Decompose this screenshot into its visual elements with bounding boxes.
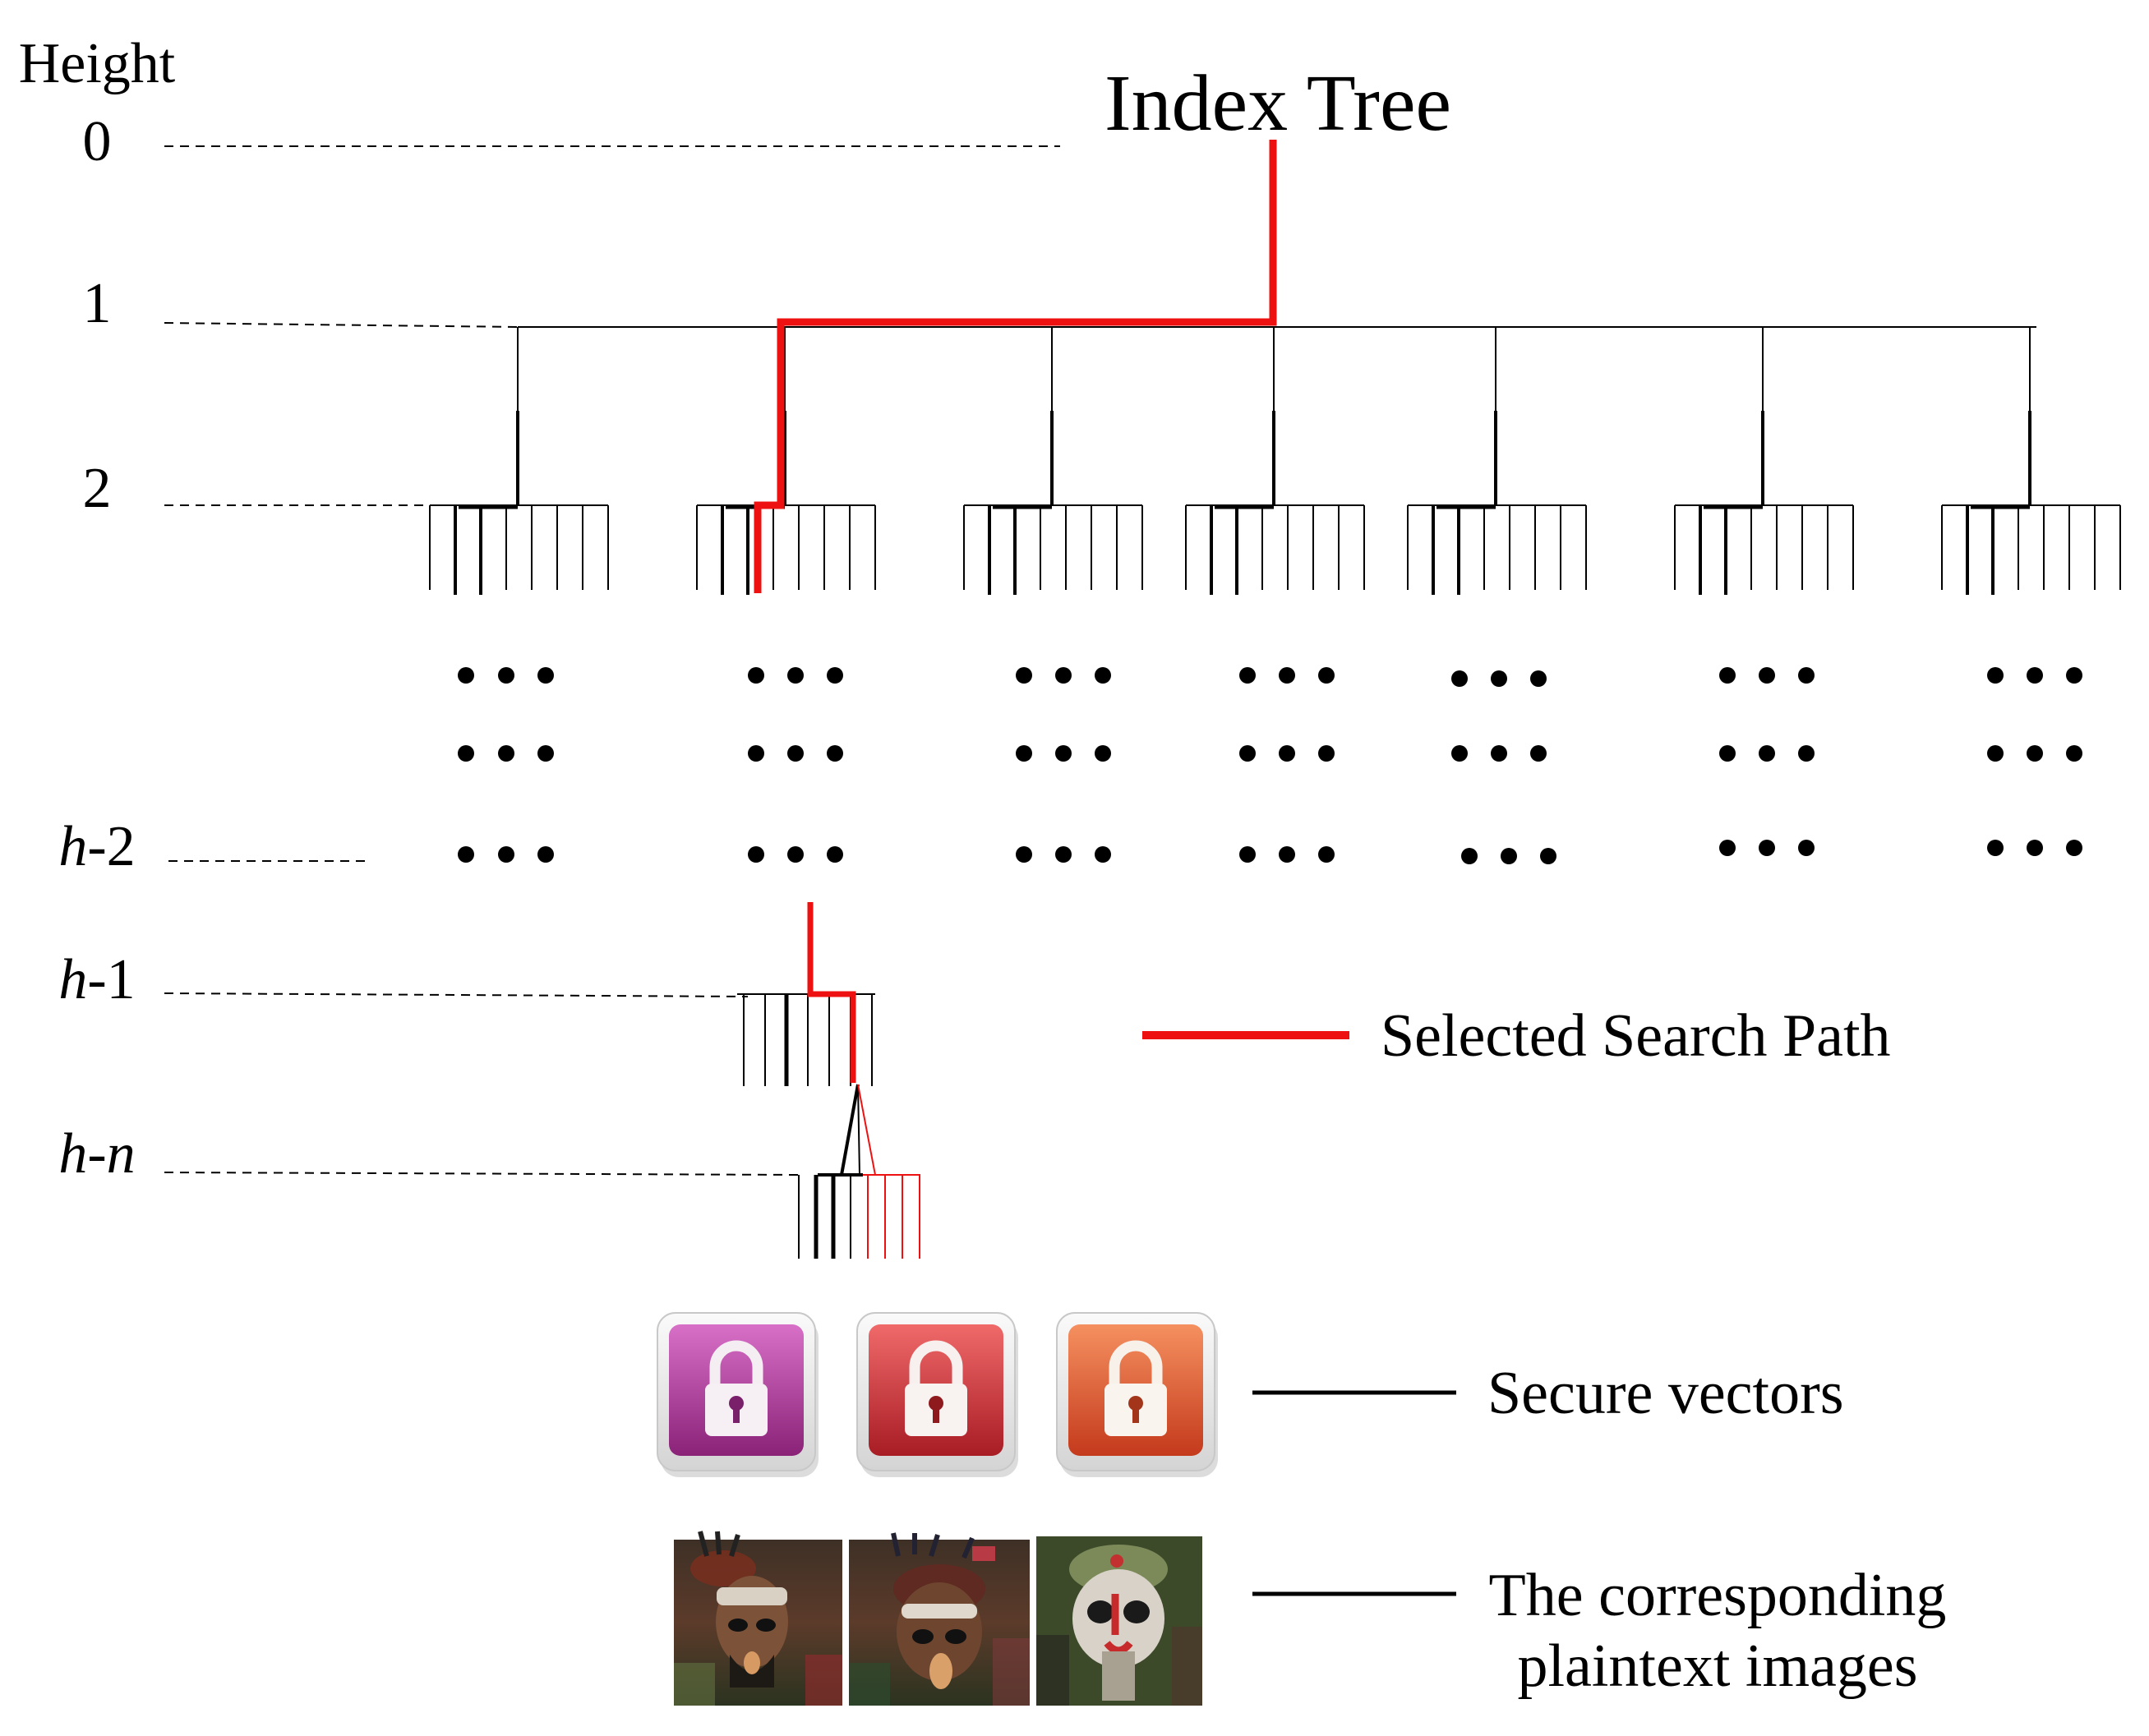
ellipsis-dot <box>1987 667 2004 684</box>
ellipsis-dot <box>1491 745 1507 762</box>
ellipsis-dot <box>1530 745 1547 762</box>
ellipsis-dot <box>1759 667 1775 684</box>
ellipsis-dot <box>2027 840 2043 856</box>
ellipsis-dot <box>1719 745 1736 762</box>
masked-face-photo <box>849 1532 1030 1706</box>
guide-line-h-1 <box>164 992 749 997</box>
ellipsis-dot <box>1095 667 1111 684</box>
ellipsis-dot <box>498 667 514 684</box>
selected-search-path-lower <box>807 902 856 1083</box>
level-hn-cluster <box>798 1084 920 1259</box>
level-label-2: 2 <box>83 457 112 520</box>
plaintext-images-label-line2: plaintext images <box>1517 1632 1917 1700</box>
ellipsis-dot <box>537 846 554 863</box>
ellipsis-dot <box>787 667 804 684</box>
secure-vectors-label: Secure vectors <box>1487 1360 1844 1427</box>
ellipsis-dot <box>1318 745 1335 762</box>
ellipsis-dot <box>1318 667 1335 684</box>
ellipsis-dot <box>787 745 804 762</box>
ellipsis-dot <box>458 667 474 684</box>
ellipsis-dot <box>1798 840 1815 856</box>
plaintext-images-label-line1: The corresponding <box>1489 1562 1947 1629</box>
ellipsis-dot <box>498 745 514 762</box>
level-label-h-1: h-1 <box>58 948 135 1011</box>
ellipsis-dot <box>1719 667 1736 684</box>
ellipsis-dot <box>2027 745 2043 762</box>
ellipsis-dot <box>458 745 474 762</box>
masked-face-photo <box>1036 1536 1202 1706</box>
ellipsis-dot <box>1279 667 1295 684</box>
ellipsis-dot <box>1055 745 1072 762</box>
ellipsis-dot <box>1055 846 1072 863</box>
ellipsis-dot <box>787 846 804 863</box>
level-label-0: 0 <box>83 110 112 173</box>
ellipsis-dot <box>827 667 843 684</box>
ellipsis-dot <box>827 745 843 762</box>
ellipsis-dot <box>1530 670 1547 687</box>
ellipsis-dot <box>1987 745 2004 762</box>
ellipsis-dot <box>1095 846 1111 863</box>
ellipsis-dot <box>1798 745 1815 762</box>
level-label-1: 1 <box>83 272 112 335</box>
ellipsis-dot <box>1239 846 1256 863</box>
guide-line-h-n <box>164 1172 802 1176</box>
ellipsis-dot <box>1987 840 2004 856</box>
ellipsis-dot <box>1095 745 1111 762</box>
ellipsis-dot <box>1798 667 1815 684</box>
ellipsis-dot <box>748 745 764 762</box>
ellipsis-dot <box>2027 667 2043 684</box>
ellipsis-dots <box>458 667 2082 864</box>
ellipsis-dot <box>1239 745 1256 762</box>
ellipsis-dot <box>1318 846 1335 863</box>
ellipsis-dot <box>1540 848 1556 864</box>
ellipsis-dot <box>1279 745 1295 762</box>
ellipsis-dot <box>1451 670 1468 687</box>
lock-icon <box>1056 1312 1218 1477</box>
level-guides <box>164 145 1060 1176</box>
secure-vectors <box>657 1312 1218 1477</box>
ellipsis-dot <box>1016 846 1032 863</box>
hn-ticks <box>798 1175 920 1259</box>
lock-icon <box>856 1312 1018 1477</box>
diagram-title: Index Tree <box>1104 59 1451 148</box>
ellipsis-dot <box>748 846 764 863</box>
legend-path-label: Selected Search Path <box>1381 1002 1891 1070</box>
ellipsis-dot <box>498 846 514 863</box>
hn-stem-red <box>857 1084 876 1176</box>
level1-stems <box>516 327 2031 505</box>
ellipsis-dot <box>537 745 554 762</box>
ellipsis-dot <box>1279 846 1295 863</box>
ellipsis-dot <box>458 846 474 863</box>
ellipsis-dot <box>1239 667 1256 684</box>
height-axis-label: Height <box>19 32 176 95</box>
tree <box>429 140 2121 1259</box>
ellipsis-dot <box>1491 670 1507 687</box>
masked-face-photo <box>674 1531 842 1706</box>
ellipsis-dot <box>1501 848 1517 864</box>
ellipsis-dot <box>2066 840 2082 856</box>
ellipsis-dot <box>827 846 843 863</box>
ellipsis-dot <box>1759 745 1775 762</box>
ellipsis-dot <box>2066 745 2082 762</box>
plaintext-images <box>674 1531 1202 1706</box>
ellipsis-dot <box>2066 667 2082 684</box>
ellipsis-dot <box>537 667 554 684</box>
ellipsis-dot <box>748 667 764 684</box>
lock-icon <box>657 1312 819 1477</box>
level-label-h-2: h-2 <box>58 815 135 878</box>
ellipsis-dot <box>1016 667 1032 684</box>
ellipsis-dot <box>1055 667 1072 684</box>
ellipsis-dot <box>1016 745 1032 762</box>
hn-stem-right <box>857 1084 860 1176</box>
selected-search-path <box>754 140 1277 593</box>
level-label-h-n: h-n <box>58 1122 135 1186</box>
hn-stem-left <box>840 1084 860 1176</box>
guide-line-1 <box>164 322 519 328</box>
ellipsis-dot <box>1759 840 1775 856</box>
ellipsis-dot <box>1451 745 1468 762</box>
ellipsis-dot <box>1461 848 1478 864</box>
level2-clusters <box>429 504 2121 595</box>
ellipsis-dot <box>1719 840 1736 856</box>
